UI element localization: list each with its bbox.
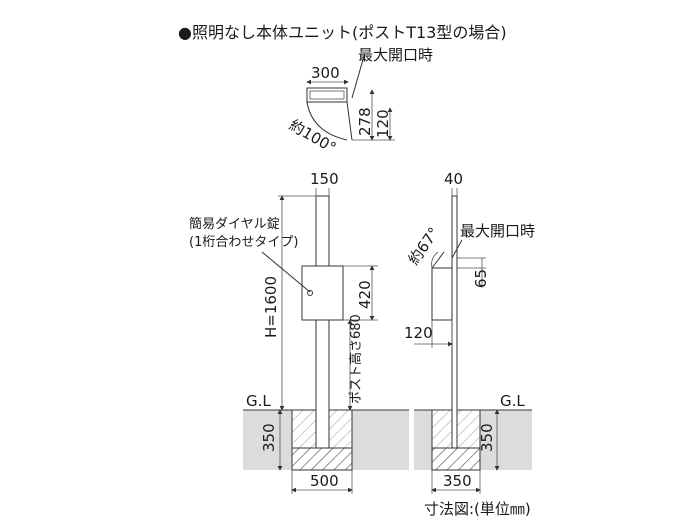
- front-post: [315, 195, 330, 449]
- top-max-open-label: 最大開口時: [358, 46, 433, 64]
- front-lock-leader: [261, 251, 311, 293]
- front-lock-label-1: 簡易ダイヤル錠: [189, 217, 280, 232]
- side-swing-arc: [431, 251, 439, 269]
- front-view: 簡易ダイヤル錠 (1桁合わせタイプ) 150 H=1600 420 ポスト高さ6…: [189, 170, 409, 494]
- top-open-door: [346, 101, 353, 141]
- front-width-label: 150: [310, 170, 339, 188]
- top-view-body: [306, 87, 348, 103]
- front-gravel: [291, 447, 353, 471]
- front-box-height-label: 420: [356, 280, 374, 309]
- front-mailbox: [301, 265, 344, 321]
- front-lock-label-2: (1桁合わせタイプ): [189, 235, 298, 250]
- side-gl-label: G.L: [500, 392, 525, 410]
- front-gl-label: G.L: [246, 392, 271, 410]
- side-gravel: [431, 447, 481, 471]
- side-width-label: 40: [444, 170, 463, 188]
- side-view: 40 約67° 最大開口時 65 120 G.L 350 350: [404, 170, 535, 494]
- side-found-depth-label: 350: [478, 423, 496, 452]
- top-angle-label: 約100°: [286, 116, 339, 157]
- top-max-open-leader: [351, 55, 365, 99]
- front-found-depth-label: 350: [260, 423, 278, 452]
- front-found-width-label: 500: [310, 472, 339, 490]
- diagram-title: ●照明なし本体ユニット(ポストT13型の場合): [178, 23, 507, 42]
- side-max-open-label: 最大開口時: [460, 222, 535, 240]
- top-width-label: 300: [311, 64, 340, 82]
- side-gap-label: 65: [472, 269, 490, 288]
- front-lock-icon: [307, 290, 313, 296]
- front-height-label: H=1600: [262, 276, 280, 338]
- top-view: 300 最大開口時 278 120 約100°: [286, 46, 433, 157]
- side-mailbox: [431, 267, 453, 321]
- side-depth-label: 120: [404, 324, 433, 342]
- side-open-lid: [431, 251, 445, 269]
- unit-note: 寸法図:(単位㎜): [424, 500, 531, 518]
- top-open-depth-label: 120: [374, 109, 392, 138]
- top-view-inner: [309, 90, 345, 100]
- side-found-width-label: 350: [443, 472, 472, 490]
- top-depth-label: 278: [356, 107, 374, 136]
- side-post: [451, 195, 458, 449]
- side-max-open-leader: [451, 239, 463, 259]
- front-post-height-label: ポスト高さ680: [348, 314, 364, 404]
- top-swing-arc: [306, 101, 348, 141]
